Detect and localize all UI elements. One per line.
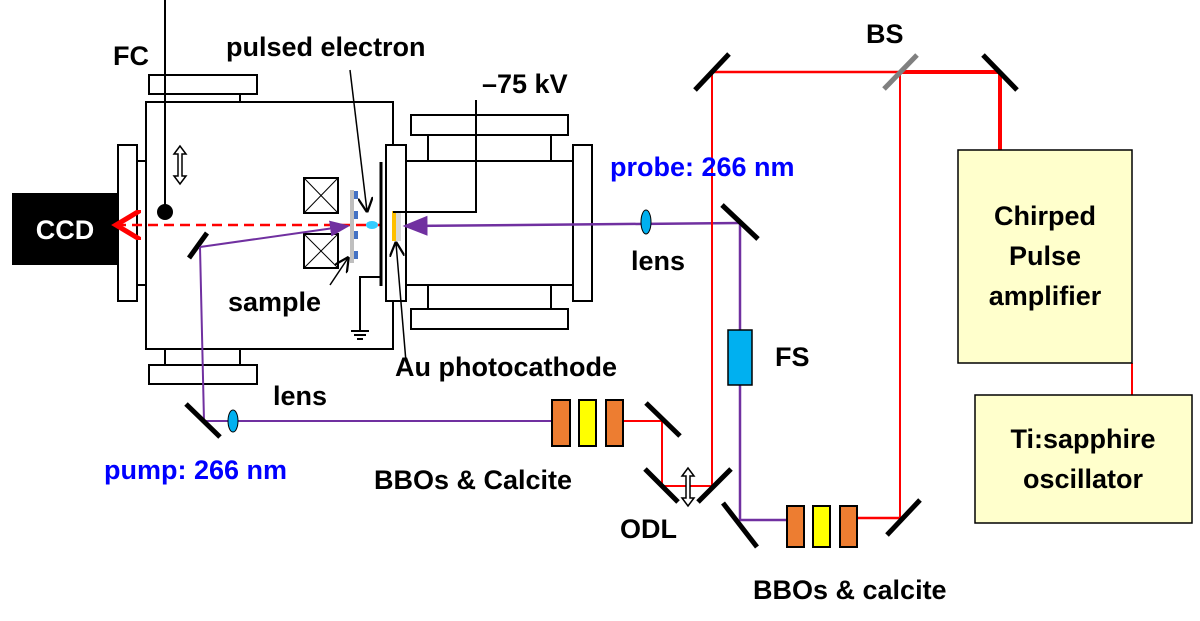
pulsed-electron-label: pulsed electron <box>226 32 426 62</box>
top-flange <box>148 74 258 95</box>
ti-sapphire-oscillator <box>974 394 1193 524</box>
pump-bbos-label: BBOs & Calcite <box>374 465 572 495</box>
electron-pulse <box>366 221 378 229</box>
cathode-substrate <box>396 211 401 241</box>
double-arrow-icon <box>172 144 188 186</box>
pump-crystals <box>551 399 624 447</box>
probe-crystals <box>786 505 858 548</box>
beam-splitter <box>882 53 919 91</box>
probe-label: probe: 266 nm <box>610 152 795 182</box>
hv-wire <box>393 100 477 213</box>
pump-lens <box>227 409 239 433</box>
mirror <box>885 498 922 537</box>
fc-label: FC <box>113 41 149 71</box>
odl-mirror <box>696 467 733 504</box>
au-photocathode-label: Au photocathode <box>395 352 617 382</box>
amplifier-label: Chirped <box>994 201 1096 231</box>
pump-beam <box>199 220 350 248</box>
mirror <box>184 402 222 439</box>
probe-lens-label: lens <box>631 246 685 276</box>
amplifier-label: Pulse <box>1009 241 1081 271</box>
odl-mirror <box>643 467 680 504</box>
pump-lens-label: lens <box>273 381 327 411</box>
probe-bbos-label: BBOs & calcite <box>753 575 947 605</box>
mirror <box>721 501 759 549</box>
left-flange <box>117 144 138 302</box>
oscillator-label: Ti:sapphire <box>1010 424 1155 454</box>
sample-holder <box>350 190 358 263</box>
voltage-label: –75 kV <box>482 69 568 99</box>
ccd-camera <box>12 193 118 265</box>
bs-label: BS <box>866 19 904 49</box>
ground-icon <box>351 330 369 340</box>
mirror <box>644 401 682 438</box>
sample-label: sample <box>228 287 321 317</box>
probe-lens <box>640 209 652 235</box>
au-photocathode <box>392 211 396 241</box>
electron-gun <box>385 100 593 330</box>
mirror <box>693 52 731 92</box>
amplifier-label: amplifier <box>989 281 1102 311</box>
ccd-label: CCD <box>36 215 95 245</box>
odl-label: ODL <box>620 514 677 544</box>
mirror <box>720 203 760 241</box>
faraday-cup <box>157 204 173 220</box>
magnetic-lens <box>303 177 339 269</box>
pump-label: pump: 266 nm <box>104 455 287 485</box>
oscillator-label: oscillator <box>1023 464 1144 494</box>
fs-plate <box>727 329 753 386</box>
double-arrow-icon <box>680 466 696 508</box>
chirped-pulse-amplifier <box>957 149 1133 364</box>
fundamental-beam <box>615 70 1133 520</box>
mirror <box>981 53 1019 92</box>
mirror <box>186 231 210 260</box>
probe-beam <box>402 215 741 236</box>
fs-label: FS <box>775 342 810 372</box>
